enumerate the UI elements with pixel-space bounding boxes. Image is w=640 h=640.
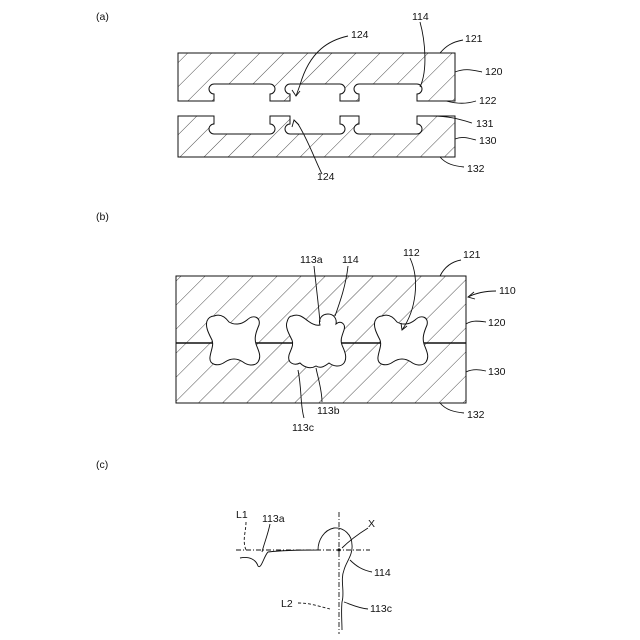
- leader-113a-c: [262, 524, 270, 552]
- ref-120-b: 120: [488, 317, 506, 329]
- ref-132-b: 132: [467, 409, 485, 421]
- leader-X: [342, 528, 368, 548]
- ref-121-b: 121: [463, 249, 481, 261]
- ref-113c-c: 113c: [370, 603, 392, 615]
- leader-114-c: [350, 560, 372, 572]
- leader-121-a: [440, 40, 463, 53]
- ref-130-b: 130: [488, 366, 506, 378]
- figure-b-label: (b): [96, 211, 109, 223]
- figure-c-label: (c): [96, 459, 108, 471]
- ref-114-a: 114: [412, 11, 429, 23]
- ref-113b: 113b: [317, 405, 340, 417]
- leader-132-b: [440, 403, 464, 413]
- figure-a-label: (a): [96, 11, 109, 23]
- ref-L2: L2: [281, 598, 293, 610]
- leader-L1: [244, 522, 246, 550]
- ref-113a-c: 113a: [262, 513, 285, 525]
- leader-132-a: [440, 157, 464, 167]
- ref-110: 110: [499, 285, 516, 297]
- ref-130-a: 130: [479, 135, 497, 147]
- ref-113a: 113a: [300, 254, 323, 266]
- figure-c: (c) L1 113a X 114 L2 113c: [96, 459, 392, 634]
- ref-113c: 113c: [292, 422, 314, 434]
- ref-X: X: [368, 518, 375, 530]
- figure-b: (b) 113a 114 112 121 110 120 130 113b 11…: [96, 211, 516, 434]
- arrowhead-124-lower: [292, 120, 299, 127]
- ref-124-upper: 124: [351, 29, 369, 41]
- leader-121-b: [440, 260, 461, 276]
- leader-130-a: [455, 137, 476, 140]
- leader-120-b: [466, 321, 486, 324]
- ref-124-lower: 124: [317, 171, 335, 183]
- ref-122: 122: [479, 95, 497, 107]
- ref-114-c: 114: [374, 567, 391, 579]
- leader-120-a: [455, 70, 482, 72]
- ref-120-a: 120: [485, 66, 503, 78]
- upper-mold-120: [178, 53, 455, 101]
- ref-121-a: 121: [465, 33, 483, 45]
- ref-131: 131: [476, 118, 494, 130]
- figure-a: (a) 124 114 121 120 122 131 130 132 124: [96, 11, 503, 183]
- leader-130-b: [466, 370, 486, 372]
- point-X-marker: [337, 548, 340, 551]
- leader-113c-c: [344, 602, 368, 609]
- profile-curve: [240, 528, 352, 630]
- ref-132-a: 132: [467, 163, 485, 175]
- ref-114-b: 114: [342, 254, 359, 266]
- ref-112: 112: [403, 247, 420, 259]
- leader-L2: [298, 603, 330, 609]
- lower-mold-130: [178, 116, 455, 157]
- ref-L1: L1: [236, 509, 248, 521]
